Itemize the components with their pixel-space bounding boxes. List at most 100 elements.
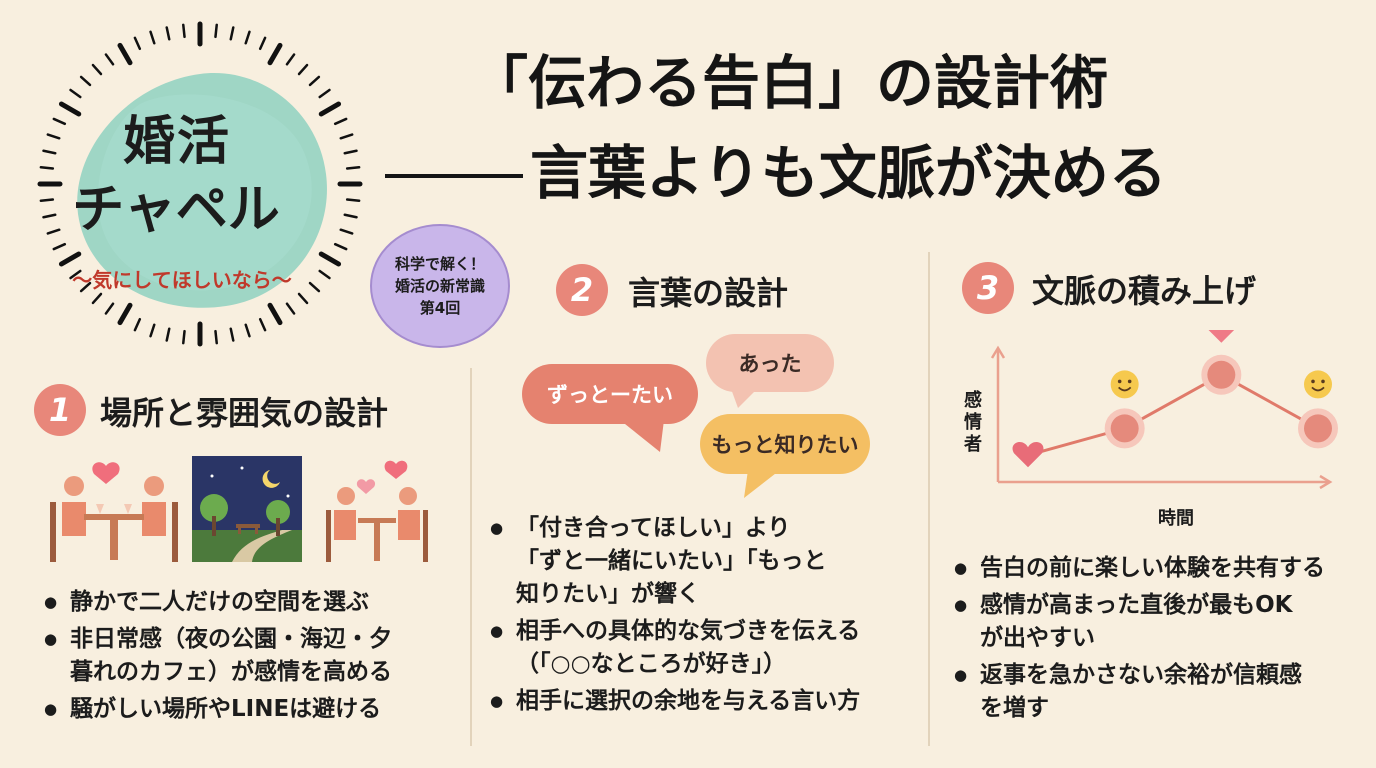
clock-tick [285, 53, 296, 66]
clock-tick [229, 26, 235, 41]
section3-bullet: 告白の前に楽しい体験を共有する [954, 552, 1325, 585]
clock-tick [267, 302, 283, 326]
heart-icon [1012, 442, 1044, 468]
data-point [1110, 414, 1139, 443]
clock-tick [69, 269, 82, 280]
clock-tick [42, 213, 57, 219]
bullet-line: 非日常感（夜の公園・海辺・夕 [70, 626, 392, 652]
bullet-line: 静かで二人だけの空間を選ぶ [70, 589, 369, 615]
section2-number: 2 [556, 264, 608, 316]
clock-tick [308, 75, 321, 87]
y-axis-arrow [990, 345, 1006, 359]
speech-bubble-1: ずっとーたい [522, 364, 698, 424]
clock-tick [297, 292, 309, 305]
clock-tick [345, 166, 361, 170]
section1-bullet: 騒がしい場所やLINEは避ける [44, 693, 392, 726]
data-point [1304, 414, 1332, 443]
clock-tick [182, 329, 186, 345]
speech-bubble-2: あった [706, 334, 834, 392]
chart-y-axis-label: 感情者 [964, 390, 982, 455]
logo-title-line2: チャペル [72, 180, 280, 240]
clock-tick [104, 302, 115, 315]
bullet-line: を増す [980, 695, 1049, 721]
speech-bubble-3: もっと知りたい [700, 414, 870, 474]
clock-tick [46, 228, 61, 235]
logo-clock-emblem [37, 21, 363, 347]
clock-tick [258, 317, 267, 332]
bullet-line: 知りたい」が響く [516, 581, 700, 607]
headline-line2: 言葉よりも文脈が決める [530, 139, 1167, 207]
smile-icon [1304, 370, 1332, 399]
section2-bullet: 相手に選択の余地を与える言い方 [490, 685, 860, 718]
couple-hearts-illustration [326, 460, 428, 562]
clock-tick [149, 30, 156, 45]
clock-tick [91, 63, 103, 76]
bullet-line: 告白の前に楽しい体験を共有する [980, 555, 1325, 581]
clock-tick [333, 242, 348, 251]
headline-line1: 「伝わる告白」の設計術 [470, 49, 1109, 117]
section2-bullets: 「付き合ってほしい」より 「ずと一緒にいたい」「もっと 知りたい」が響く 相手へ… [490, 512, 860, 722]
heart-icon [1208, 330, 1235, 343]
section1-number: 1 [34, 384, 86, 436]
x-axis-arrow [1319, 474, 1333, 490]
section2-bullet: 「付き合ってほしい」より 「ずと一緒にいたい」「もっと 知りたい」が響く [490, 512, 860, 611]
clock-tick [345, 198, 361, 202]
clock-tick [214, 329, 218, 345]
clock-tick [52, 242, 67, 251]
logo-title-line1: 婚活 [122, 112, 231, 172]
clock-tick [229, 327, 235, 342]
section3-bullet: 感情が高まった直後が最もOK が出やすい [954, 589, 1325, 655]
section2-title: 言葉の設計 [628, 274, 789, 312]
clock-tick [39, 198, 55, 202]
section3-bullet: 返事を急かさない余裕が信頼感 を増す [954, 659, 1325, 725]
night-park-illustration [192, 456, 302, 562]
bullet-line: 暮れのカフェ）が感情を高める [70, 659, 392, 685]
clock-tick [46, 133, 61, 140]
section1-bullets: 静かで二人だけの空間を選ぶ 非日常感（夜の公園・海辺・夕 暮れのカフェ）が感情を… [44, 586, 392, 730]
data-point [1207, 360, 1236, 389]
bullet-line: 「付き合ってほしい」より [516, 515, 791, 541]
chart-x-axis-label: 時間 [1158, 508, 1194, 529]
bullet-line: 「ずと一緒にいたい」「もっと [516, 548, 827, 574]
couple-cafe-illustration [50, 462, 178, 562]
clock-tick [244, 323, 251, 338]
clock-tick [339, 133, 354, 140]
clock-tick [318, 251, 342, 267]
clock-tick [149, 323, 156, 338]
clock-tick [165, 327, 171, 342]
clock-tick [285, 302, 296, 315]
clock-tick [214, 23, 218, 39]
smile-icon [1110, 370, 1139, 399]
clock-tick [333, 117, 348, 126]
clock-tick [58, 251, 82, 267]
section1-bullet: 静かで二人だけの空間を選ぶ [44, 586, 392, 619]
clock-tick [182, 23, 186, 39]
badge-line1: 科学で解く！ [394, 255, 485, 273]
clock-tick [42, 149, 57, 155]
clock-tick [318, 269, 331, 280]
clock-tick [165, 26, 171, 41]
column-divider-1 [470, 368, 472, 746]
bullet-line: 相手に選択の余地を与える言い方 [516, 688, 861, 714]
section3-bullets: 告白の前に楽しい体験を共有する 感情が高まった直後が最もOK が出やすい 返事を… [954, 552, 1325, 729]
series-badge: 科学で解く！ 婚活の新常識 第4回 [370, 224, 510, 348]
clock-tick [339, 228, 354, 235]
bullet-line: （「○○なところが好き」） [516, 651, 787, 677]
badge-line2: 婚活の新常識 [394, 277, 485, 295]
clock-tick [318, 101, 342, 117]
clock-tick [58, 101, 82, 117]
clock-tick [244, 30, 251, 45]
clock-tick [79, 75, 92, 87]
clock-tick [318, 88, 331, 99]
column-divider-2 [928, 252, 930, 746]
section3-number: 3 [962, 262, 1014, 314]
bullet-line: 感情が高まった直後が最もOK [980, 592, 1293, 618]
logo-subtitle: 〜気にしてほしいなら〜 [72, 268, 292, 292]
clock-tick [79, 281, 92, 293]
section2-bullet: 相手への具体的な気づきを伝える （「○○なところが好き」） [490, 615, 860, 681]
clock-tick [297, 63, 309, 76]
clock-tick [133, 317, 142, 332]
section1-bullet: 非日常感（夜の公園・海辺・夕 暮れのカフェ）が感情を高める [44, 623, 392, 689]
clock-tick [343, 149, 358, 155]
clock-tick [133, 36, 142, 51]
